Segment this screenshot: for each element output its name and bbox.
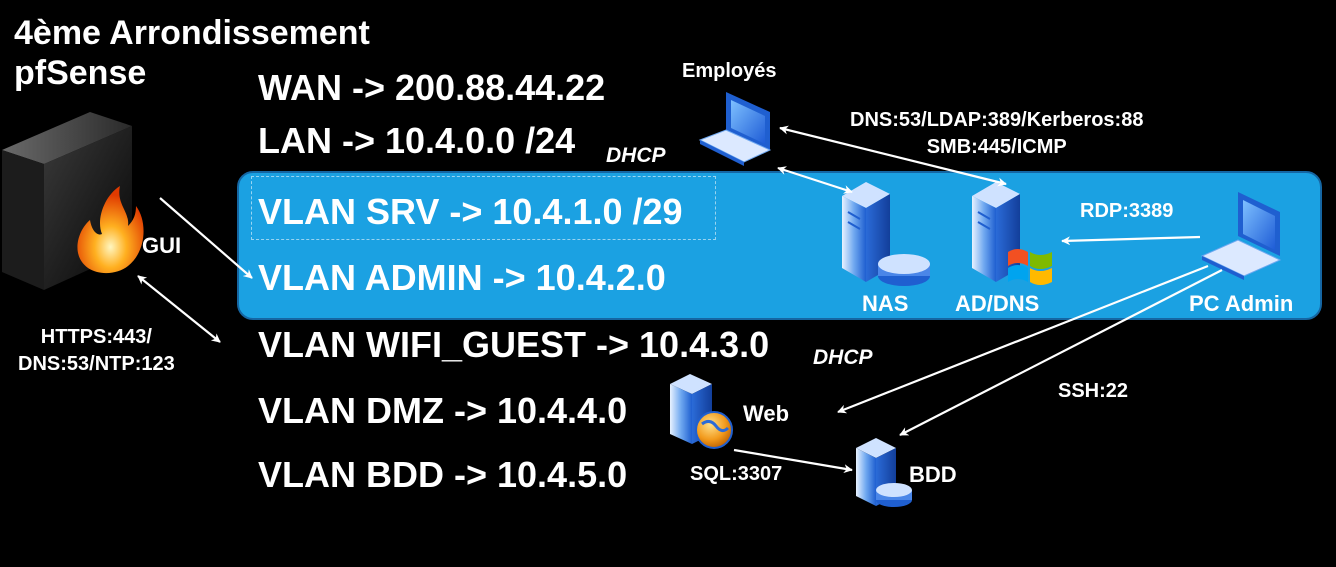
windows-logo-icon [1008,249,1052,285]
diagram-subtitle: pfSense [14,54,147,92]
arrow-web-bdd-sql [733,448,853,474]
vlan-zone [237,171,1322,320]
wan-line: WAN -> 200.88.44.22 [258,67,606,108]
nas-server-icon [842,182,930,286]
lan-line: LAN -> 10.4.0.0 /24 [258,120,576,161]
sql-label: SQL:3307 [690,463,783,485]
vlan-wifi-line: VLAN WIFI_GUEST -> 10.4.3.0 [258,324,770,365]
nas-label: NAS [862,291,909,316]
firewall-icon [2,112,144,290]
arrow-pc-admin-web [837,264,1209,414]
arrow-employes-nas [777,166,853,194]
arrow-employes-ad-dns [779,125,1007,187]
firewall-gui-label: GUI [142,233,182,258]
arrow-gui-https [137,275,221,343]
web-server-icon [670,374,733,449]
gui-protocols: HTTPS:443/ DNS:53/NTP:123 [18,324,175,378]
employes-label: Employés [682,60,777,82]
diagram-title: 4ème Arrondissement [14,14,370,52]
bdd-server-icon [856,438,912,507]
selection-outline [251,176,716,240]
vlan-admin-line: VLAN ADMIN -> 10.4.2.0 [258,257,666,298]
arrow-firewall-to-vlan-admin [159,197,253,279]
lan-dhcp-label: DHCP [606,144,666,167]
gui-protocols-line1: HTTPS:443/ [40,326,152,348]
pc-admin-label: PC Admin [1189,291,1294,316]
vlan-dmz-line: VLAN DMZ -> 10.4.4.0 [258,390,628,431]
arrow-pc-admin-bdd [899,269,1223,436]
rdp-label: RDP:3389 [1080,200,1174,222]
vlan-bdd-line: VLAN BDD -> 10.4.5.0 [258,454,628,495]
connection-arrows [137,125,1223,474]
employes-laptop-icon [698,92,772,166]
vlan-srv-line: VLAN SRV -> 10.4.1.0 /29 [258,191,683,232]
ad-services-line1: DNS:53/LDAP:389/Kerberos:88 [850,109,1144,131]
bdd-label: BDD [909,462,957,487]
wifi-dhcp-label: DHCP [813,346,873,369]
web-label: Web [743,401,790,426]
ad-dns-server-icon [972,182,1052,285]
pc-admin-laptop-icon [1200,192,1282,280]
ad-dns-label: AD/DNS [955,291,1040,316]
ssh-label: SSH:22 [1058,380,1129,402]
arrow-pc-admin-rdp [1061,235,1201,246]
gui-protocols-line2: DNS:53/NTP:123 [18,353,175,375]
